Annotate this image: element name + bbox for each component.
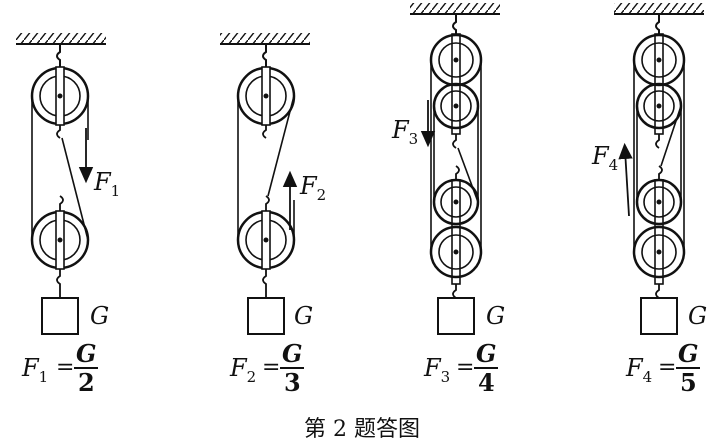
svg-text:G: G [476, 339, 497, 368]
weight-block-4 [640, 297, 678, 335]
hook-fixed-1 [56, 125, 61, 139]
movable-pulley-3a [432, 178, 480, 226]
hook-movable-top-4 [658, 165, 663, 180]
hook-top-1 [56, 44, 61, 68]
svg-text:4: 4 [478, 368, 495, 397]
weight-label-2: G [294, 302, 313, 330]
pulley-system-3: F3 G F3 = G 4 [391, 3, 505, 397]
svg-text:G: G [76, 339, 97, 368]
svg-text:3: 3 [284, 368, 301, 397]
pulley-system-4: F4 G F4 = G 5 [591, 3, 707, 397]
weight-label-4: G [688, 302, 707, 330]
hook-top-4 [655, 14, 660, 34]
hook-load-4 [655, 284, 660, 299]
force-label-4: F4 [591, 142, 618, 174]
force-label-3: F3 [391, 116, 418, 148]
ceiling-hatch-1 [16, 33, 106, 44]
ceiling-hatch-2 [220, 33, 310, 44]
movable-pulley-4a [635, 178, 683, 226]
ropes-3 [430, 60, 482, 252]
hook-fixed-2 [262, 125, 267, 139]
hook-top-3 [452, 14, 457, 34]
movable-pulley-3b [429, 225, 483, 279]
pulley-system-1: F1 G F1 = G 2 [16, 33, 120, 397]
force-arrow-4 [618, 142, 633, 217]
hook-movable-top-1 [59, 195, 64, 211]
movable-pulley-1 [30, 210, 90, 270]
formula-3: F3 = G 4 [423, 339, 498, 397]
formula-2: F2 = G 3 [229, 339, 304, 397]
weight-block-1 [41, 297, 79, 335]
ropes-2 [237, 95, 295, 240]
hook-movable-top-3 [455, 165, 460, 180]
svg-text:F3: F3 [423, 354, 450, 386]
hook-load-2 [262, 269, 267, 298]
weight-label-1: G [90, 302, 109, 330]
fixed-pulley-2 [236, 66, 296, 126]
svg-text:G: G [282, 339, 303, 368]
svg-text:G: G [678, 339, 699, 368]
ceiling-hatch-4 [614, 3, 704, 14]
movable-pulley-2 [236, 210, 296, 270]
hook-load-1 [56, 269, 61, 298]
hook-fixed-4 [655, 134, 660, 149]
svg-text:=: = [456, 355, 474, 380]
force-label-1: F1 [93, 168, 120, 200]
hook-movable-top-2 [265, 195, 270, 211]
svg-text:2: 2 [78, 368, 95, 397]
weight-block-3 [437, 297, 475, 335]
svg-text:=: = [56, 355, 74, 380]
svg-text:F2: F2 [229, 354, 256, 386]
hook-top-2 [262, 44, 267, 68]
svg-text:=: = [658, 355, 676, 380]
weight-block-2 [247, 297, 285, 335]
svg-text:F1: F1 [21, 354, 48, 386]
fixed-pulley-3a [429, 33, 483, 87]
formula-1: F1 = G 2 [21, 339, 98, 397]
svg-text:F4: F4 [625, 354, 652, 386]
pulley-system-2: F2 G F2 = G 3 [220, 33, 326, 397]
movable-pulley-4b [632, 225, 686, 279]
ceiling-hatch-3 [410, 3, 500, 14]
weight-label-3: G [486, 302, 505, 330]
formula-4: F4 = G 5 [625, 339, 700, 397]
ropes-1 [31, 96, 89, 241]
force-label-2: F2 [299, 172, 326, 204]
figure-caption: 第 2 题答图 [304, 417, 420, 442]
fixed-pulley-4b [635, 82, 683, 130]
fixed-pulley-3b [432, 82, 480, 130]
svg-text:5: 5 [680, 368, 697, 397]
svg-text:=: = [262, 355, 280, 380]
ropes-4 [633, 60, 685, 252]
hook-load-3 [452, 284, 457, 299]
fixed-pulley-4a [632, 33, 686, 87]
fixed-pulley-1 [30, 66, 90, 126]
hook-fixed-3 [452, 134, 457, 149]
